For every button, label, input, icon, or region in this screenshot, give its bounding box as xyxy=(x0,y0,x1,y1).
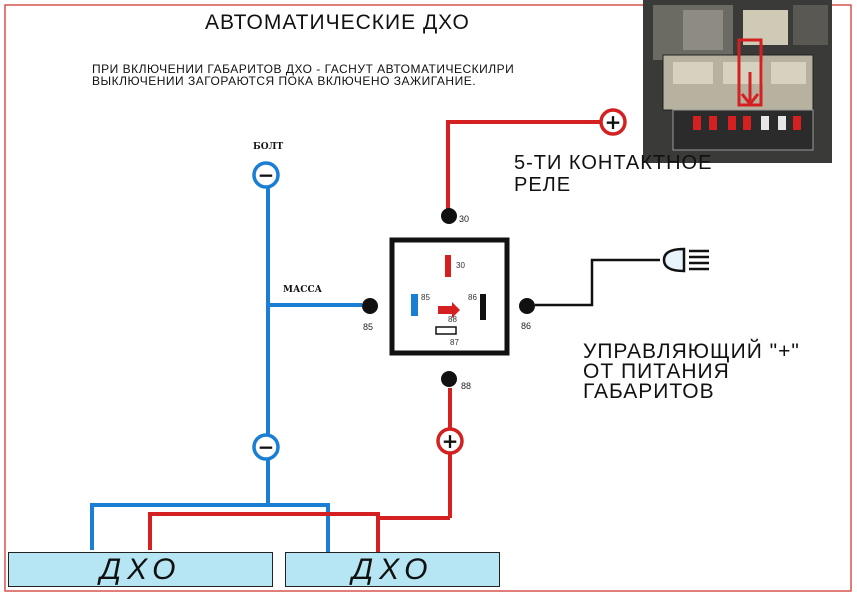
terminal-88 xyxy=(441,371,457,387)
control-wire-86 xyxy=(535,258,660,307)
relay-inner-label-86: 86 xyxy=(468,293,477,302)
relay-inner-label-87: 87 xyxy=(450,338,459,347)
pin-label-85: 85 xyxy=(363,322,374,332)
terminal-85 xyxy=(362,298,378,314)
note-line-1: ПРИ ВКЛЮЧЕНИИ ГАБАРИТОВ ДХО - ГАСНУТ АВТ… xyxy=(92,62,515,76)
relay-caption-line-2: РЕЛЕ xyxy=(514,174,572,196)
control-caption-line-2: ОТ ПИТАНИЯ xyxy=(583,360,730,383)
fuse-box-drawing xyxy=(643,0,832,163)
positive-wire-bus xyxy=(148,512,450,550)
relay-inner-label-85: 85 xyxy=(421,293,430,302)
relay-caption-line-1: 5-ТИ КОНТАКТНОЕ xyxy=(514,152,713,174)
headlight-icon xyxy=(662,247,709,273)
plus-sign-top: + xyxy=(605,110,622,134)
relay-pin87-blade xyxy=(435,326,457,335)
minus-badge-bottom xyxy=(252,433,280,461)
fuse-box-photo xyxy=(643,0,832,163)
control-caption-line-3: ГАБАРИТОВ xyxy=(583,380,715,403)
relay-inner-label-88: 88 xyxy=(448,315,457,324)
ground-wires xyxy=(90,178,362,552)
relay-pin88-blade xyxy=(438,302,460,318)
relay-terminals xyxy=(362,208,535,387)
minus-sign-bottom: − xyxy=(258,435,275,459)
positive-wire-30 xyxy=(446,120,600,210)
drl-label-right: ДХО xyxy=(352,553,434,586)
relay-pin86-blade xyxy=(480,294,486,320)
relay-inner-label-30: 30 xyxy=(456,261,465,270)
bolt-label: БОЛТ xyxy=(253,142,284,152)
pin-label-88: 88 xyxy=(461,381,472,391)
drl-lamp-left xyxy=(8,552,273,587)
pin-label-30: 30 xyxy=(459,214,470,224)
ground-label: МАССА xyxy=(283,285,322,295)
terminal-30 xyxy=(441,208,457,224)
plus-badge-top xyxy=(599,108,627,136)
relay-pin85-blade xyxy=(411,294,418,316)
relay-pin30-blade xyxy=(445,255,451,277)
minus-badge-top xyxy=(252,161,280,189)
diagram-border xyxy=(4,4,852,592)
ground-wire-bus xyxy=(90,503,330,552)
note-line-2: ВЫКЛЮЧЕНИИ ЗАГОРАЮТСЯ ПОКА ВКЛЮЧЕНО ЗАЖИ… xyxy=(92,74,477,88)
pin-label-86: 86 xyxy=(521,321,532,331)
relay-symbol xyxy=(389,237,510,356)
minus-sign-top: − xyxy=(258,163,275,187)
control-caption-line-1: УПРАВЛЯЮЩИЙ "+" xyxy=(583,340,800,363)
drl-lamp-right xyxy=(285,552,500,587)
drl-label-left: ДХО xyxy=(100,553,182,586)
terminal-86 xyxy=(519,298,535,314)
plus-sign-bottom: + xyxy=(442,429,459,453)
page-title: АВТОМАТИЧЕСКИЕ ДХО xyxy=(205,11,470,34)
plus-badge-bottom xyxy=(436,427,464,455)
